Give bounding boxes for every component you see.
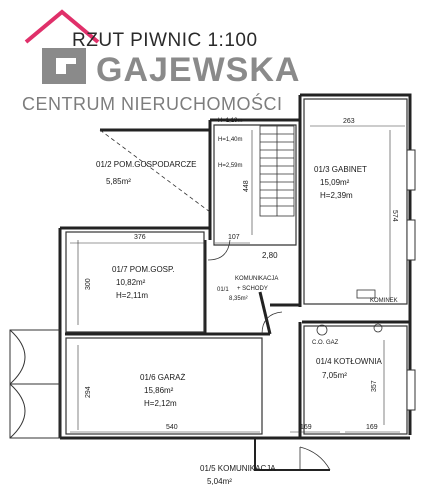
heights: H=1,19m H=1,40m H=2,59m 2,80 [218,118,278,260]
windows [406,149,416,411]
svg-text:01/7 POM.GOSP.: 01/7 POM.GOSP. [112,265,175,274]
svg-text:8,35m²: 8,35m² [229,296,248,302]
svg-text:5,85m²: 5,85m² [106,177,131,186]
room-gabinet: 01/3 GABINET 15,09m² H=2,39m [314,165,367,200]
brand-name: GAJEWSKA [96,51,301,89]
boiler-symbols [316,289,383,336]
svg-text:357: 357 [371,380,378,392]
svg-text:H=2,39m: H=2,39m [320,191,353,200]
svg-text:01/1: 01/1 [217,287,229,293]
svg-text:+ SCHODY: + SCHODY [237,286,268,292]
svg-text:01/6 GARAŻ: 01/6 GARAŻ [140,373,185,382]
svg-text:107: 107 [228,234,240,241]
svg-text:H=2,59m: H=2,59m [218,163,243,169]
svg-text:H=1,19m: H=1,19m [218,118,243,124]
svg-text:448: 448 [243,180,250,192]
svg-text:H=2,11m: H=2,11m [116,291,148,300]
room-gospodarcze: 01/2 POM.GOSPODARCZE 5,85m² [96,160,196,186]
svg-text:KOMINEK: KOMINEK [370,298,398,304]
roof-icon [24,9,100,44]
dimension-labels: 263 574 448 376 107 300 294 540 169 169 … [85,118,398,431]
door-swings [207,239,331,471]
svg-text:KOMUNIKACJA: KOMUNIKACJA [235,276,278,282]
svg-text:300: 300 [85,278,92,290]
svg-text:376: 376 [134,234,146,241]
svg-text:5,04m²: 5,04m² [207,477,232,486]
dimension-lines [70,125,405,433]
logo-mark [24,9,100,84]
svg-text:01/5 KOMUNIKACJA: 01/5 KOMUNIKACJA [200,464,276,473]
svg-text:H=2,12m: H=2,12m [144,399,177,408]
room-garaz: 01/6 GARAŻ 15,86m² H=2,12m [140,373,185,408]
svg-text:294: 294 [85,386,92,398]
svg-text:01/4 KOTŁOWNIA: 01/4 KOTŁOWNIA [316,357,382,366]
svg-text:540: 540 [166,424,178,431]
corridor-outline [254,438,330,471]
room-pom-gosp: 01/7 POM.GOSP. 10,82m² H=2,11m [112,265,175,300]
room-komunikacja: 01/5 KOMUNIKACJA 5,04m² [200,464,276,486]
sloped-ceiling-line [99,129,211,213]
page-title: RZUT PIWNIC 1:100 [72,30,258,51]
svg-text:15,86m²: 15,86m² [144,386,174,395]
svg-text:01/3 GABINET: 01/3 GABINET [314,165,367,174]
svg-text:169: 169 [300,424,312,431]
svg-text:01/2 POM.GOSPODARCZE: 01/2 POM.GOSPODARCZE [96,160,196,169]
svg-text:7,05m²: 7,05m² [322,371,347,380]
brand-tagline: CENTRUM NIERUCHOMOŚCI [22,94,283,114]
garage-door [9,329,61,439]
room-kotlownia: 01/4 KOTŁOWNIA 7,05m² [316,357,382,380]
staircase [259,125,295,217]
svg-text:263: 263 [343,118,355,125]
svg-text:C.O. GAZ: C.O. GAZ [312,340,339,346]
svg-text:2,80: 2,80 [262,251,278,260]
svg-text:H=1,40m: H=1,40m [218,137,243,143]
svg-text:169: 169 [366,424,378,431]
room-komunikacja-schody: 01/1 KOMUNIKACJA + SCHODY 8,35m² [217,276,278,302]
fixture-labels: C.O. GAZ KOMINEK [312,298,398,346]
svg-text:10,82m²: 10,82m² [116,278,146,287]
svg-text:574: 574 [391,210,398,222]
svg-text:15,09m²: 15,09m² [320,178,350,187]
